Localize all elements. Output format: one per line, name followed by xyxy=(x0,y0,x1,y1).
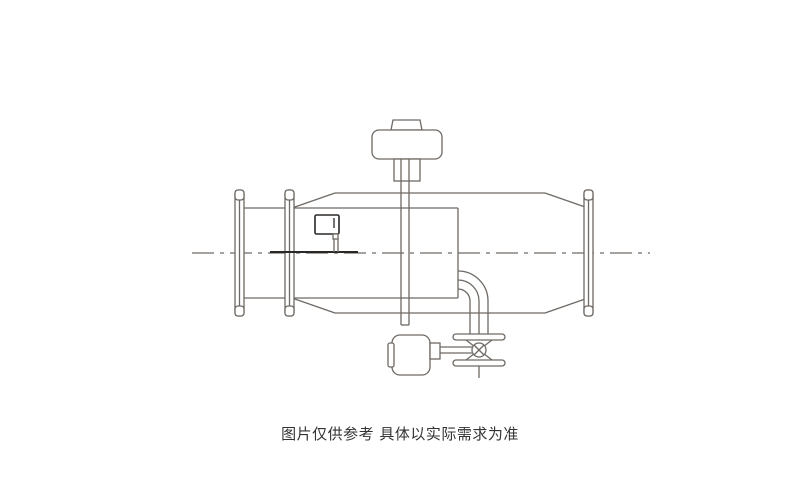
inner-screen xyxy=(292,207,459,299)
pressure-sensor xyxy=(270,214,358,253)
inlet-flange-outer xyxy=(234,189,245,317)
inlet-flange-inner xyxy=(284,189,295,317)
top-motor xyxy=(371,119,443,182)
drive-shaft xyxy=(400,160,410,326)
outlet-flange xyxy=(583,189,594,317)
disclaimer-caption: 图片仅供参考 具体以实际需求为准 xyxy=(281,425,519,443)
drain-pipe xyxy=(457,270,489,340)
drain-valve xyxy=(452,333,506,378)
filter-body xyxy=(240,192,589,314)
valve-actuator xyxy=(387,334,472,376)
